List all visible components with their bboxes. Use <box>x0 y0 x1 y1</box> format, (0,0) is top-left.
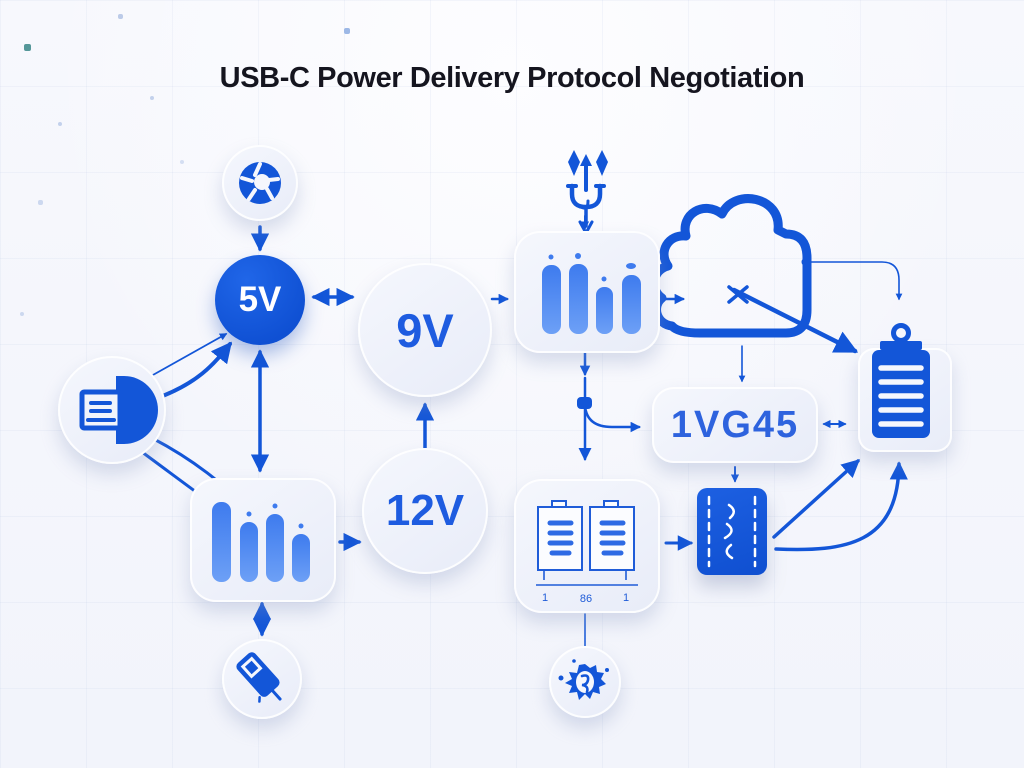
node-gear <box>549 646 621 718</box>
aperture-icon <box>239 162 281 204</box>
speckle-dot <box>38 200 43 205</box>
cloud-icon <box>649 194 812 338</box>
node-usb-drive <box>222 639 302 719</box>
node-5v: 5V <box>215 255 305 345</box>
node-power-bars-left <box>190 478 336 602</box>
speckle-dot <box>58 122 62 126</box>
battery-pair-icon: 1 86 1 <box>536 500 638 605</box>
speckle-dot <box>20 312 24 316</box>
speckle-dot <box>24 44 31 51</box>
speckle-dot <box>150 96 154 100</box>
clipboard-icon <box>872 323 930 438</box>
battery-caption-right: 1 <box>623 592 629 604</box>
speckle-dot <box>344 28 350 34</box>
battery-caption-center: 86 <box>580 593 592 605</box>
node-code: 1VG45 <box>652 387 818 463</box>
voltage-label-9v: 9V <box>396 303 454 357</box>
page-title: USB-C Power Delivery Protocol Negotiatio… <box>219 62 805 94</box>
usb-connector-icon <box>79 376 158 444</box>
usb-port-icon <box>707 495 757 568</box>
node-usb-connector <box>58 356 166 464</box>
bar-chart-icon <box>542 253 641 334</box>
gear-icon <box>558 659 609 700</box>
battery-caption-left: 1 <box>542 592 548 604</box>
node-usb-port <box>697 488 767 575</box>
node-9v: 9V <box>358 263 492 397</box>
node-power-bars-top <box>514 231 660 353</box>
code-label: 1VG45 <box>670 403 800 446</box>
usb-drive-icon <box>236 652 282 703</box>
voltage-label-5v: 5V <box>238 280 282 319</box>
node-fan <box>222 145 298 221</box>
node-battery-compare: 1 86 1 <box>514 479 660 613</box>
speckle-dot <box>180 160 184 164</box>
voltage-label-12v: 12V <box>385 486 465 535</box>
usb-trident-icon <box>566 150 608 235</box>
speckle-dot <box>118 14 123 19</box>
node-12v: 12V <box>362 448 488 574</box>
bar-chart-icon <box>212 502 310 582</box>
